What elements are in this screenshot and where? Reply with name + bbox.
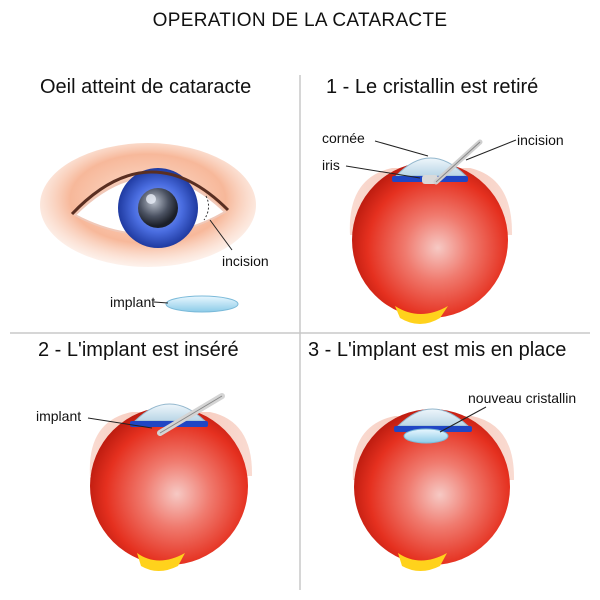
panel-0-title: Oeil atteint de cataracte (40, 76, 252, 98)
upper-eyelid-line (70, 170, 230, 216)
injector-instrument-edge (159, 395, 223, 434)
side-eye-step3 (352, 406, 515, 571)
page-title: OPERATION DE LA CATARACTE (152, 10, 448, 31)
incision-leader-step1 (465, 139, 517, 161)
new-lens-label: nouveau cristallin (468, 390, 577, 406)
side-eye-step1 (345, 139, 517, 324)
iris-band (130, 421, 208, 427)
incision-label-step1: incision (517, 132, 564, 148)
implant-label-front: implant (110, 294, 156, 310)
macula (395, 306, 448, 324)
eyeball (352, 162, 508, 318)
pupil-reflection (146, 194, 156, 204)
macula (137, 553, 185, 571)
incision-leader (209, 219, 233, 251)
front-eye-illustration (40, 143, 256, 313)
cornea-leader (374, 140, 429, 157)
eyeball (354, 409, 510, 565)
panel-2-title: 2 - L'implant est inséré (38, 339, 239, 361)
cornea-label: cornée (322, 130, 365, 146)
new-lens (403, 428, 449, 444)
incision-label-front: incision (222, 253, 269, 269)
implant-leader (153, 301, 169, 304)
cornea (396, 408, 470, 427)
iris-label: iris (322, 157, 340, 173)
implant-lens (165, 295, 239, 313)
panel-3-title: 3 - L'implant est mis en place (308, 339, 567, 361)
macula (398, 553, 447, 571)
incision-mark (203, 195, 210, 221)
eyeball (90, 407, 248, 565)
side-eye-step2 (87, 393, 253, 571)
surgical-instrument-edge (435, 141, 481, 183)
panel-1-title: 1 - Le cristallin est retiré (326, 76, 539, 98)
new-lens-leader (439, 406, 487, 433)
iris-leader (345, 165, 421, 179)
implant-leader-step2 (87, 417, 153, 429)
pupil-cataract (138, 188, 178, 228)
implant-label-step2: implant (36, 408, 82, 424)
